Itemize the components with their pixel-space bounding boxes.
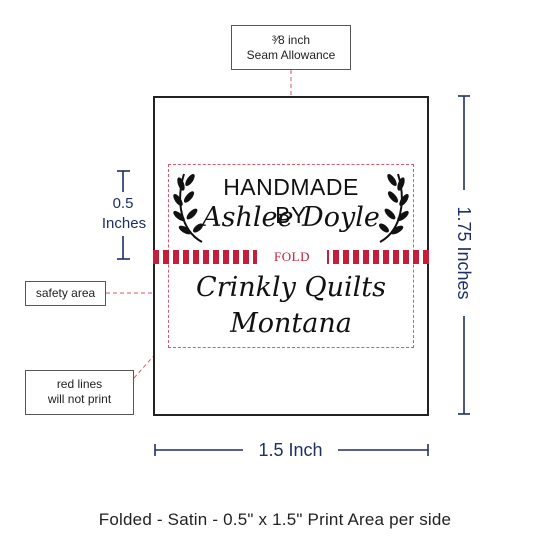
redlines-callout-line2: will not print xyxy=(47,392,112,406)
caption: Folded - Satin - 0.5" x 1.5" Print Area … xyxy=(98,510,452,529)
fold-label: FOLD xyxy=(257,248,327,266)
label-location: Montana xyxy=(230,308,352,339)
seam-allowance-callout: ³⁄8 inch Seam Allowance xyxy=(231,25,351,70)
laurel-right-icon xyxy=(379,173,409,243)
safety-area-callout: safety area xyxy=(25,281,106,306)
half-inch-value: 0.5 xyxy=(112,195,134,212)
redlines-leader-line xyxy=(133,341,167,379)
label-maker-name: Ashlee Doyle xyxy=(202,202,380,233)
height-dimension-label: 1.75 Inches xyxy=(454,206,474,300)
laurel-left-icon xyxy=(173,173,203,243)
seam-callout-line2: Seam Allowance xyxy=(246,48,336,62)
seam-callout-line1: ³⁄8 inch xyxy=(271,33,311,47)
label-business-name: Crinkly Quilts xyxy=(196,272,386,303)
red-lines-callout: red lines will not print xyxy=(25,370,134,415)
width-dimension-label: 1.5 Inch xyxy=(258,440,323,460)
safety-callout-label: safety area xyxy=(35,286,96,300)
half-inch-unit: Inches xyxy=(101,215,147,232)
redlines-callout-line1: red lines xyxy=(56,377,103,391)
label-handmade-by: HANDMADE BY xyxy=(223,174,359,228)
